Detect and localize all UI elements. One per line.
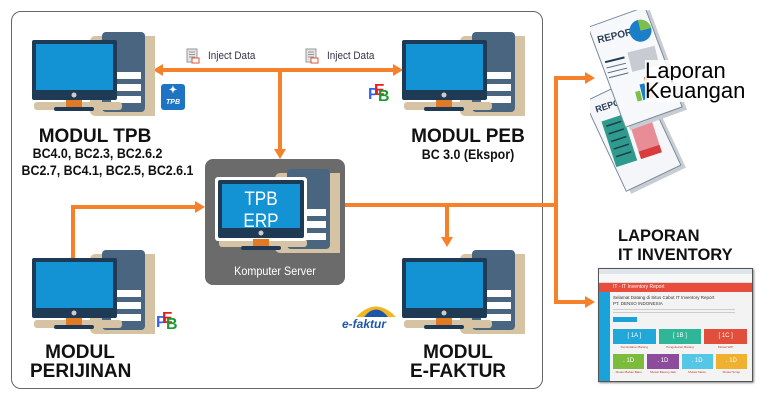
connector-efaktur bbox=[445, 205, 449, 238]
report-tile-caption: Pemindahan Barang bbox=[620, 345, 648, 349]
report-tile-label: [ 1C ] bbox=[718, 333, 733, 339]
server-screen-text: TPB ERP bbox=[243, 189, 279, 232]
laporan-keuangan-label-line1: Laporan bbox=[645, 58, 726, 83]
connector-server-top bbox=[278, 70, 282, 150]
connector-server-right bbox=[345, 203, 556, 207]
module-peb-title: MODUL PEB bbox=[411, 126, 525, 147]
module-tpb-subtitle-line1: BC4.0, BC2.3, BC2.6.2 bbox=[32, 146, 163, 161]
report-tile[interactable]: . 1D Mutasi Mesin bbox=[681, 354, 713, 374]
module-efaktur-title-line2: E-FAKTUR bbox=[409, 361, 507, 382]
laporan-keuangan-label-line2: Keuangan bbox=[645, 78, 746, 103]
module-tpb-subtitle-line2: BC2.7, BC4.1, BC2.5, BC2.6.1 bbox=[21, 163, 194, 178]
report-tile[interactable]: [ 1C ] Mutasi WIP bbox=[704, 329, 747, 349]
umbrella-icon bbox=[356, 306, 396, 317]
action-button[interactable] bbox=[613, 317, 637, 322]
desktop-computer-icon bbox=[32, 32, 155, 116]
document-icon bbox=[305, 48, 319, 64]
arrow-to-server bbox=[274, 149, 286, 159]
connector-reports-vertical bbox=[554, 76, 558, 302]
desktop-computer-icon bbox=[32, 250, 155, 334]
financial-report-documents-icon: REPORT REPORT bbox=[590, 10, 688, 194]
connector-perijinan-h bbox=[71, 205, 195, 209]
server-node[interactable]: TPB ERP Komputer Server bbox=[205, 159, 345, 285]
connector-perijinan bbox=[71, 205, 75, 265]
desktop-computer-icon bbox=[215, 169, 340, 253]
welcome-heading: Selamat Datang di Situs Cabut IT Invento… bbox=[613, 295, 715, 300]
arrow-to-keuangan bbox=[585, 72, 595, 84]
arrow-to-tpb bbox=[153, 64, 163, 76]
report-tile[interactable]: . 1D Mutasi Bahan Baku bbox=[613, 354, 645, 374]
report-tile-caption: Mutasi Mesin bbox=[688, 370, 706, 374]
browser-toolbar bbox=[599, 274, 752, 283]
report-tile-label: . 1D bbox=[657, 358, 669, 364]
tpb-logo-icon: ✦ TPB bbox=[161, 84, 185, 110]
module-efaktur-title-line1: MODUL bbox=[423, 342, 493, 363]
report-tile[interactable]: . 1D Mutasi Barang Jadi bbox=[647, 354, 679, 374]
module-perijinan-title-line2: PERIJINAN bbox=[30, 361, 132, 382]
arrow-to-inventory bbox=[585, 296, 595, 308]
module-tpb-title: MODUL TPB bbox=[38, 126, 152, 147]
server-label: Komputer Server bbox=[234, 264, 316, 278]
document-icon bbox=[186, 48, 200, 64]
report-tile-caption: Mutasi WIP bbox=[717, 345, 734, 349]
report-tile-caption: Pengeluaran Barang bbox=[666, 345, 694, 349]
inventory-report-screenshot: IT - IT Inventory Report Selamat Datang … bbox=[598, 268, 753, 382]
laporan-inventory-label-line1: LAPORAN bbox=[618, 227, 700, 245]
company-name: PT. DENSO INDONESIA bbox=[613, 301, 663, 306]
report-tile-caption: Mutasi Bahan Baku bbox=[615, 370, 642, 374]
report-tile-caption: Mutasi Scrap bbox=[722, 370, 741, 374]
peb-logo-icon: P E B bbox=[368, 82, 390, 105]
peb-logo-icon: P E B bbox=[156, 310, 178, 333]
laporan-inventory-label-line2: IT INVENTORY bbox=[618, 246, 733, 264]
desktop-computer-icon bbox=[402, 250, 525, 334]
module-perijinan-title-line1: MODUL bbox=[45, 342, 115, 363]
connector-inventory-h bbox=[554, 300, 586, 304]
app-sidebar bbox=[599, 292, 610, 381]
report-tile[interactable]: . 1D Mutasi Scrap bbox=[715, 354, 747, 374]
report-tile-label: . 1D bbox=[725, 358, 737, 364]
report-tile-label: . 1D bbox=[623, 358, 635, 364]
report-tile-label: [ 1A ] bbox=[627, 333, 642, 339]
report-tile-label: . 1D bbox=[691, 358, 703, 364]
app-header: IT - IT Inventory Report bbox=[599, 283, 752, 292]
report-tile-label: [ 1B ] bbox=[672, 333, 687, 339]
report-tile[interactable]: [ 1B ] Pengeluaran Barang bbox=[658, 329, 702, 349]
efaktur-logo-icon: e-faktur bbox=[340, 302, 400, 336]
arrow-to-efaktur bbox=[441, 237, 453, 247]
arrow-to-peb bbox=[393, 64, 403, 76]
arrow-perijinan-to-server bbox=[195, 201, 205, 213]
module-peb-subtitle: BC 3.0 (Ekspor) bbox=[421, 147, 515, 162]
report-tile-caption: Mutasi Barang Jadi bbox=[650, 370, 676, 374]
report-tile[interactable]: [ 1A ] Pemindahan Barang bbox=[613, 329, 656, 349]
desktop-computer-icon bbox=[402, 32, 525, 116]
connector-keuangan-h bbox=[554, 76, 586, 80]
browser-tabbar bbox=[599, 269, 752, 274]
